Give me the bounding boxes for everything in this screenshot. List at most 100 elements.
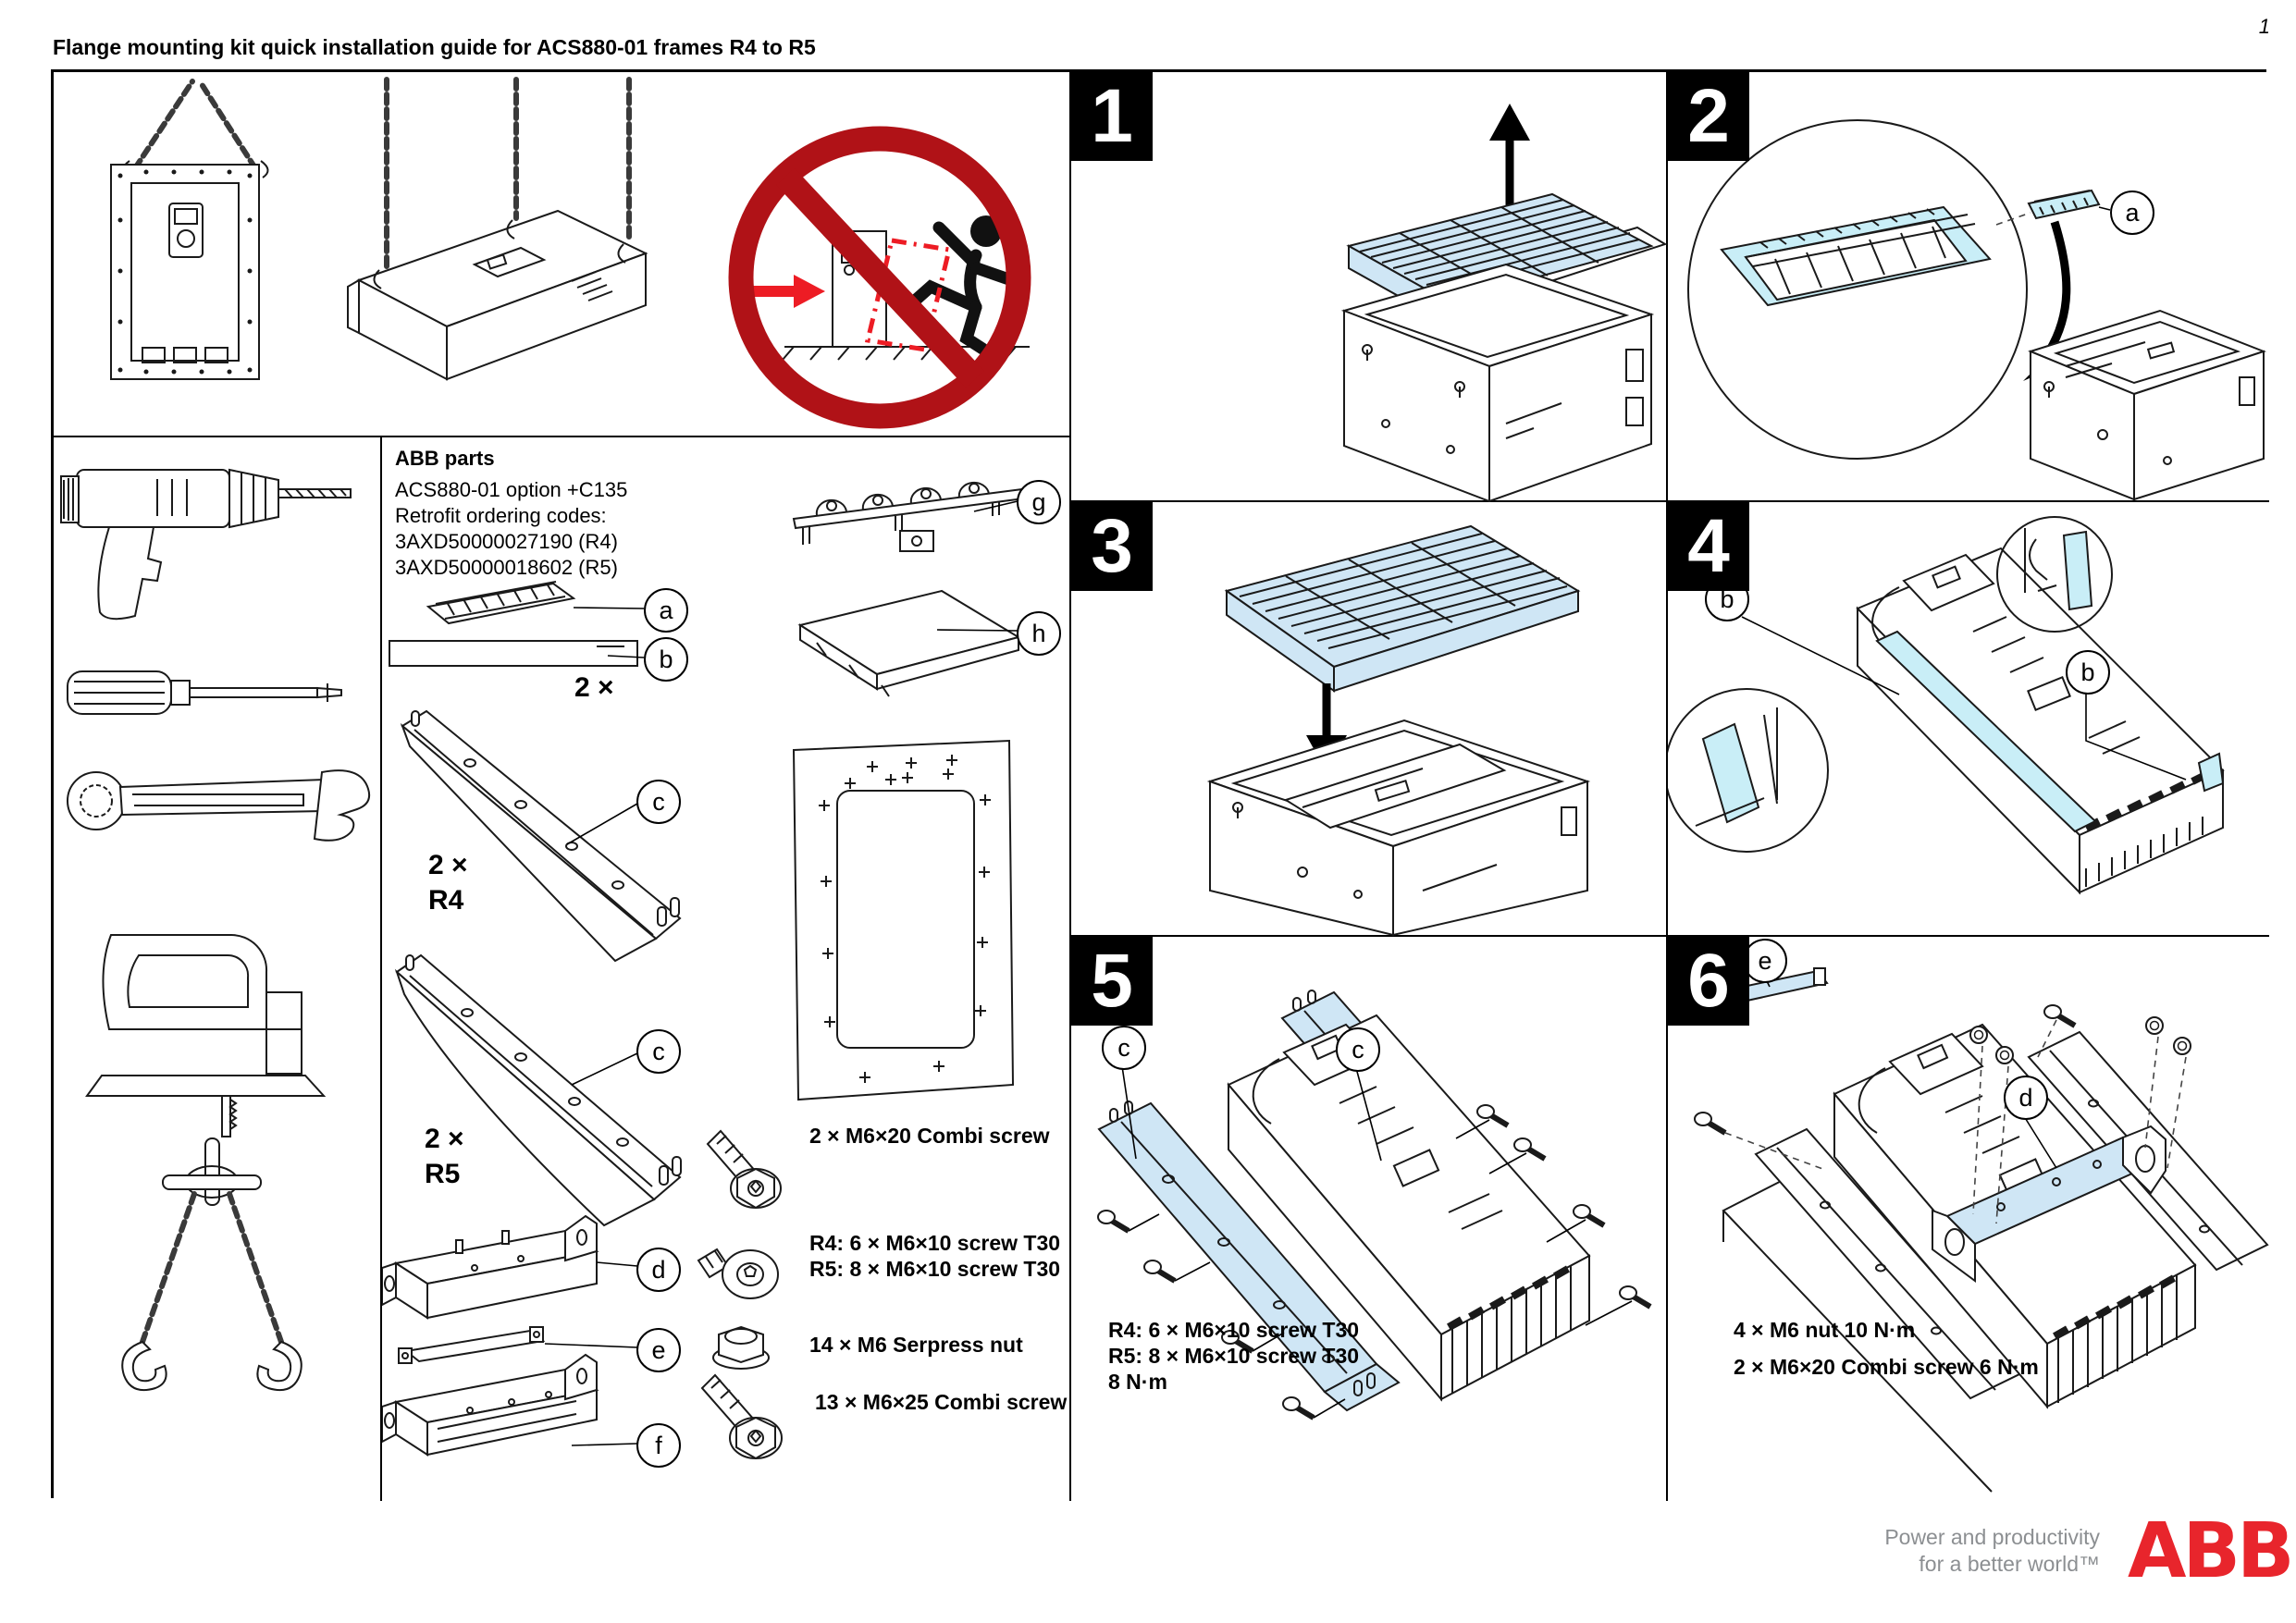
step-number-badge: 3 (1071, 502, 1153, 591)
step-number-badge: 2 (1668, 72, 1749, 161)
callout-e: e (636, 1328, 681, 1372)
screwdriver-icon (67, 670, 342, 715)
step-number-badge: 1 (1071, 72, 1153, 161)
step-number-badge: 6 (1668, 937, 1749, 1026)
drive-top-drawing (2028, 309, 2266, 501)
qty-c-r5-count: 2 × (425, 1124, 464, 1154)
parts-header: ABB parts (395, 447, 495, 470)
falling-person-icon (907, 221, 1026, 355)
step-note: R4: 6 × M6×10 screw T30 (1108, 1318, 1360, 1342)
wrench-icon (67, 769, 371, 842)
combi-screw-icon (706, 1129, 782, 1210)
qty-c-r5-frame: R5 (425, 1159, 461, 1189)
part-b-strip-icon (389, 640, 638, 667)
long-combi-screw-icon (700, 1373, 783, 1460)
lifting-illustration (110, 77, 1031, 429)
qty-c-r4-frame: R4 (428, 885, 464, 916)
open-cabinet-drawing (1206, 719, 1591, 937)
callout-g: g (1017, 480, 1061, 524)
step-number-badge: 5 (1071, 937, 1153, 1026)
bracket-d-highlight (1932, 1125, 2166, 1283)
part-d-bracket-icon (382, 1214, 599, 1320)
callout-a: a (2110, 191, 2154, 235)
drive-front-lift-drawing (110, 79, 269, 380)
step-5-illustration (1071, 990, 1668, 1501)
step-1-illustration (1340, 104, 1668, 502)
screw-spec: R4: 6 × M6×10 screw T30 (809, 1231, 1061, 1255)
lifting-warning-panel (54, 72, 1071, 437)
terminal-blocks (2084, 771, 2207, 831)
magnifier-circle (1687, 119, 2028, 460)
vent-strip-zoom (1720, 205, 1992, 307)
magnifier-circle (1668, 688, 1829, 853)
page-title: Flange mounting kit quick installation g… (53, 35, 816, 59)
part-f-bracket-icon (382, 1353, 599, 1457)
magnifier-circle (1996, 516, 2113, 633)
part-c-r5-bracket-icon (394, 953, 682, 1227)
step-6-illustration (1668, 967, 2269, 1493)
step-1-panel: 1 (1071, 72, 1668, 502)
tools-panel (54, 437, 382, 1501)
callout-d: d (636, 1248, 681, 1292)
vent-strip-part (2027, 189, 2101, 220)
step-4-panel: 4 (1668, 502, 2269, 937)
callout-b: b (2066, 650, 2110, 695)
part-a-vent-strip-icon (426, 581, 576, 625)
qty-b: 2 × (574, 672, 614, 703)
tagline-line-2: for a better world™ (1919, 1551, 2100, 1576)
m6x10-screw-icon (697, 1248, 779, 1299)
screw-spec: R5: 8 × M6×10 screw T30 (809, 1257, 1061, 1281)
abb-parts-panel: ABB parts ACS880-01 option +C135 Retrofi… (382, 437, 1071, 1501)
callout-h: h (1017, 611, 1061, 656)
parts-info-line: 3AXD50000027190 (R4) (395, 530, 618, 553)
part-h-cover-icon (797, 589, 1021, 697)
step-2-illustration (1687, 119, 2266, 501)
callout-b: b (644, 637, 688, 682)
chain-sling-icon (121, 1137, 302, 1392)
m6-nut-icon (712, 1325, 770, 1370)
step-5-panel: 5 (1071, 937, 1668, 1501)
tools-illustration (60, 468, 371, 1392)
drive-iso-lift-drawing (347, 77, 648, 381)
strip-zoom-bottom (1695, 707, 1778, 827)
content-frame: ABB parts ACS880-01 option +C135 Retrofi… (51, 69, 2269, 1501)
rail-highlight-left (1097, 1100, 1401, 1412)
step-note: 8 N·m (1108, 1370, 1167, 1394)
step-number-badge: 4 (1668, 502, 1749, 591)
step-3-illustration (1206, 524, 1591, 937)
parts-info-line: 3AXD50000018602 (R5) (395, 556, 618, 579)
part-g-rail-icon (792, 481, 1026, 552)
mounting-template-drawing (792, 739, 1015, 1101)
push-arrow-icon (749, 275, 825, 308)
qty-c-r4-count: 2 × (428, 850, 468, 880)
part-c-r4-bracket-icon (400, 709, 682, 963)
callout-c: c (1102, 1026, 1146, 1070)
parts-info-line: Retrofit ordering codes: (395, 504, 607, 527)
step-3-panel: 3 (1071, 502, 1668, 937)
parts-info-line: ACS880-01 option +C135 (395, 478, 628, 501)
jigsaw-icon (85, 933, 327, 1137)
step-2-panel: 2 (1668, 72, 2269, 502)
side-strip-highlight (1875, 630, 2097, 833)
screw-spec: 14 × M6 Serpress nut (809, 1333, 1023, 1357)
callout-c: c (636, 780, 681, 824)
screw-spec: 2 × M6×20 Combi screw (809, 1124, 1050, 1148)
drill-icon (60, 468, 352, 621)
page-number: 1 (2258, 15, 2270, 38)
grille-highlight (1224, 524, 1581, 693)
step-note: 4 × M6 nut 10 N·m (1734, 1318, 1916, 1342)
side-strip-highlight (2197, 752, 2225, 793)
step-6-panel: 6 (1668, 937, 2269, 1501)
strip-zoom-top (2024, 528, 2093, 611)
callout-f: f (636, 1423, 681, 1468)
tagline-line-1: Power and productivity (1884, 1525, 2100, 1549)
step-note: R5: 8 × M6×10 screw T30 (1108, 1344, 1360, 1368)
abb-logo: ABB (2128, 1507, 2294, 1595)
screw-spec: 13 × M6×25 Combi screw (815, 1390, 1068, 1414)
brand-tagline: Power and productivity for a better worl… (1647, 1524, 2100, 1578)
step-note: 2 × M6×20 Combi screw 6 N·m (1734, 1355, 2039, 1379)
drive-cabinet-drawing (1340, 263, 1655, 502)
part-e-bar-icon (398, 1326, 546, 1364)
step-4-illustration (1668, 516, 2225, 895)
